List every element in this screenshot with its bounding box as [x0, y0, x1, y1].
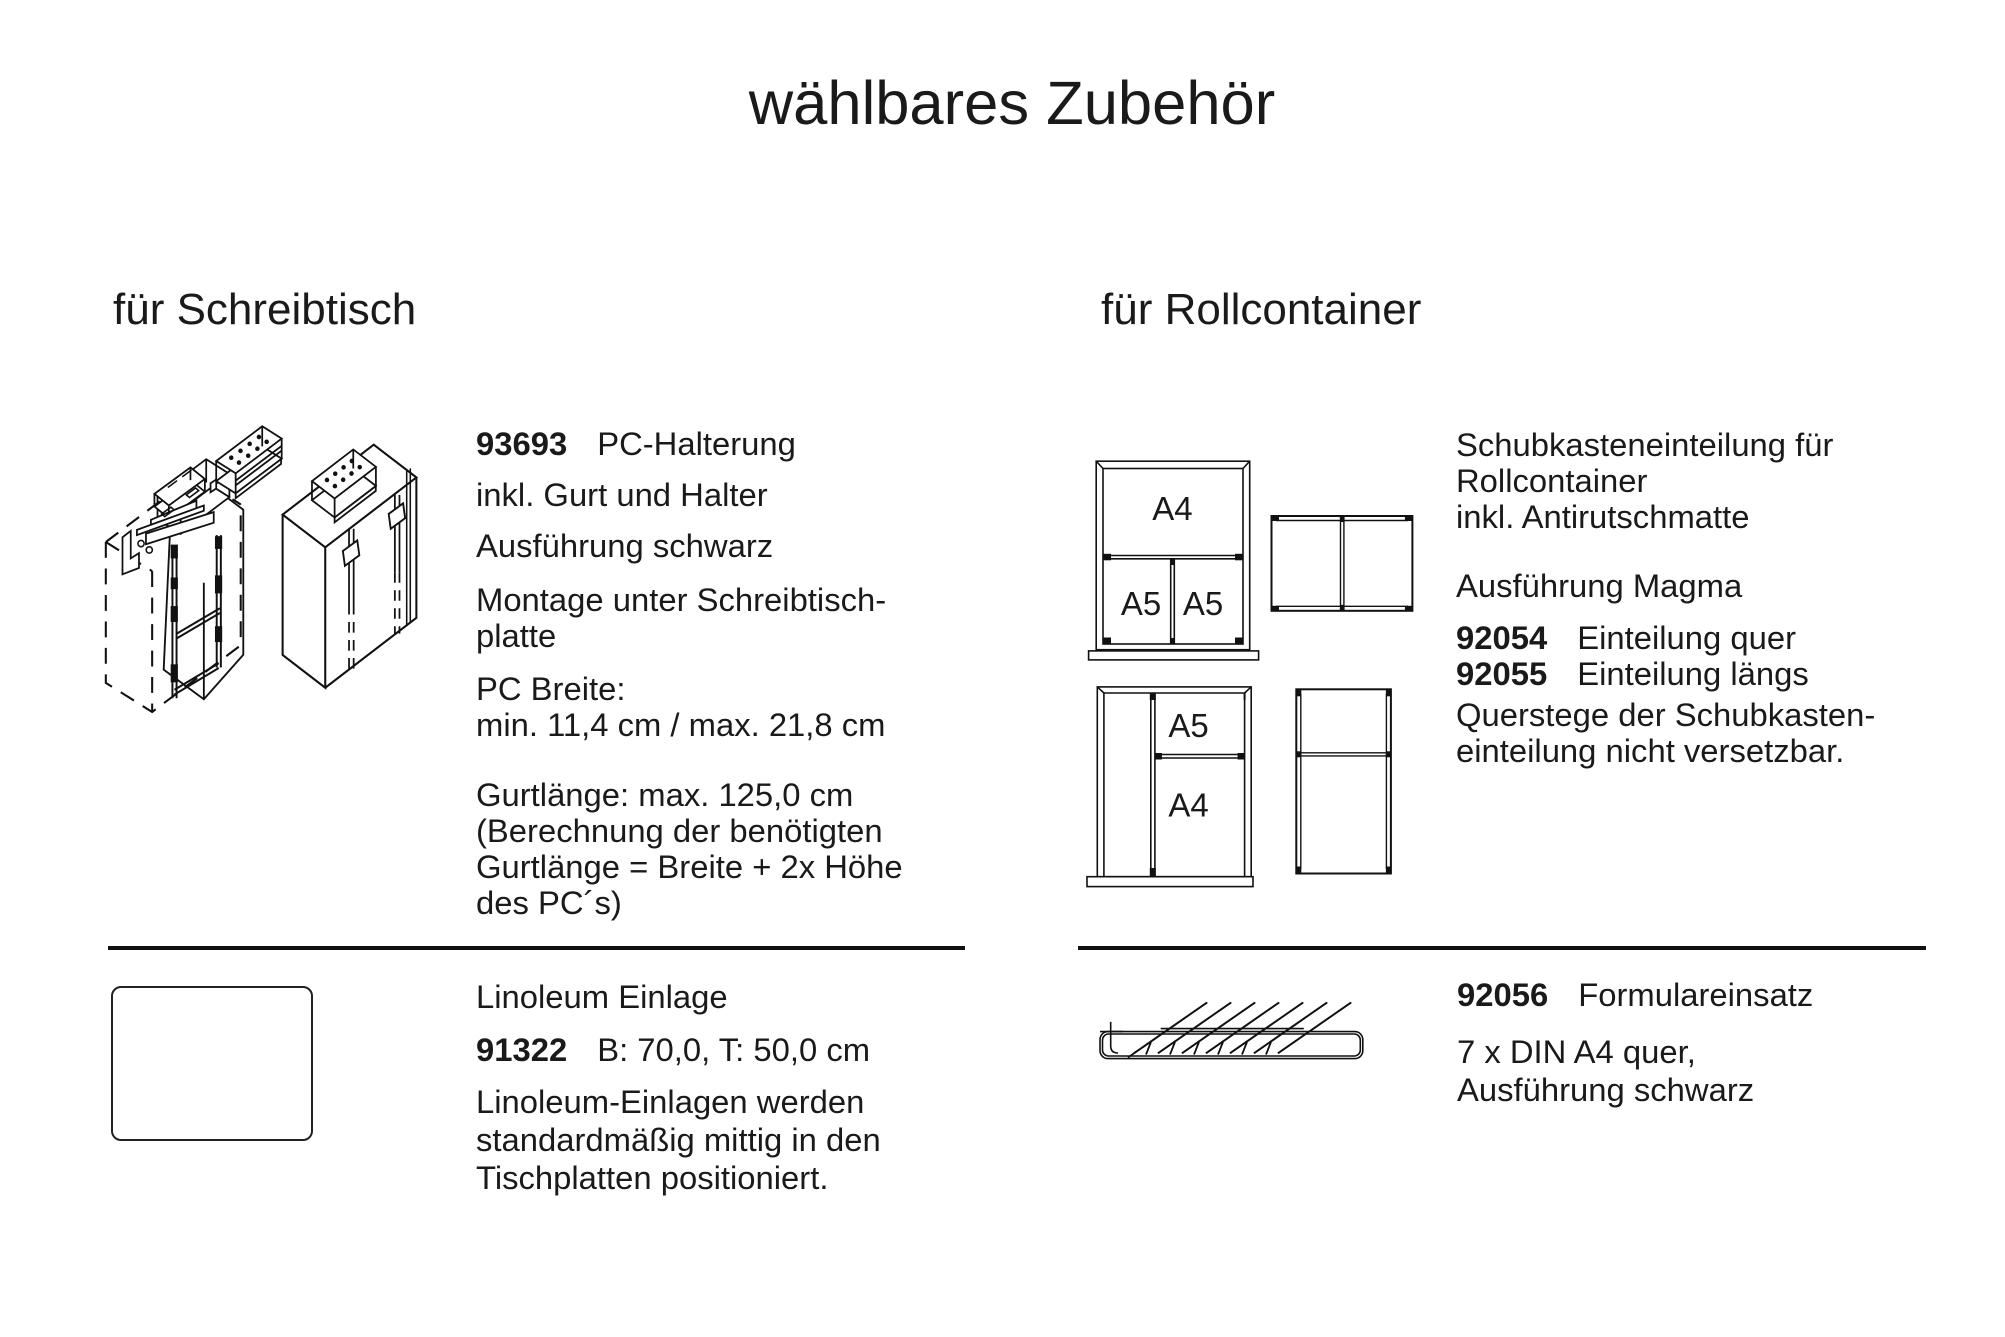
svg-text:A4: A4: [1152, 490, 1192, 527]
svg-text:A4: A4: [1168, 787, 1208, 824]
svg-text:A5: A5: [1121, 585, 1161, 622]
svg-text:A5: A5: [1183, 585, 1223, 622]
svg-text:A5: A5: [1168, 707, 1208, 744]
